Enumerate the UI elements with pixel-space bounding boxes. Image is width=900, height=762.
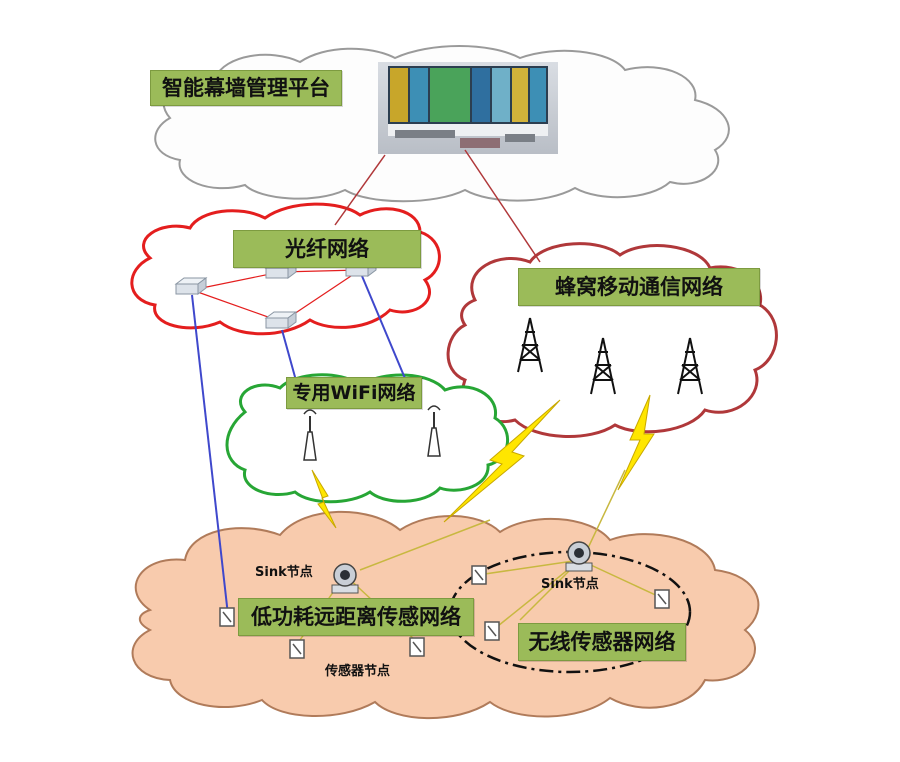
cell-tower-icon — [590, 337, 616, 395]
video-wall-photo — [378, 62, 558, 154]
wifi-network-label: 专用WiFi网络 — [286, 377, 422, 409]
sink-node-label-1: Sink节点 — [255, 565, 313, 580]
switch-icon — [174, 277, 208, 295]
sensor-node-icon — [219, 565, 670, 659]
lightning-link-icon — [311, 394, 655, 529]
fiber-network-label: 光纤网络 — [233, 230, 421, 268]
wifi-antenna-icon — [303, 409, 317, 461]
sensor-node-label: 传感器节点 — [325, 664, 391, 679]
wifi-antenna-icon — [427, 405, 441, 457]
switch-icon — [264, 311, 298, 329]
cellular-network-label: 蜂窝移动通信网络 — [518, 268, 760, 306]
wsn-label: 无线传感器网络 — [518, 623, 686, 661]
lpwan-label: 低功耗远距离传感网络 — [238, 598, 474, 636]
camera-node-icon — [565, 541, 593, 572]
camera-node-icon — [331, 563, 359, 594]
cell-tower-icon — [517, 317, 543, 373]
platform-label: 智能幕墙管理平台 — [150, 70, 342, 106]
sink-node-label-2: Sink节点 — [541, 577, 599, 592]
cell-tower-icon — [677, 337, 703, 395]
